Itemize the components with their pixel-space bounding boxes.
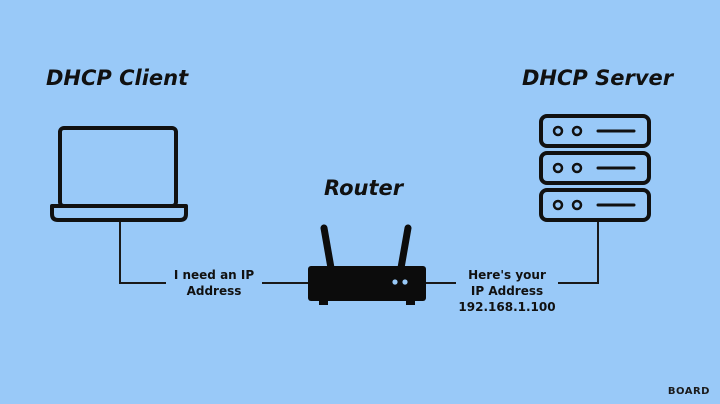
client-request-line-1: I need an IP xyxy=(173,268,255,282)
client-title: DHCP Client xyxy=(46,66,189,90)
server-response-ip: 192.168.1.100 xyxy=(458,300,556,314)
router-title: Router xyxy=(324,176,404,200)
server-title: DHCP Server xyxy=(522,66,674,90)
server-response-line-2: IP Address xyxy=(470,284,544,298)
server-response-line-1: Here's your xyxy=(468,268,546,282)
server-response-label: Here's your IP Address 192.168.1.100 xyxy=(456,267,558,315)
brand-logo: BOARD xyxy=(667,386,710,397)
router-icon xyxy=(308,224,426,305)
server-rack-icon xyxy=(539,114,651,222)
client-request-line-2: Address xyxy=(186,284,242,298)
laptop-icon xyxy=(50,126,188,222)
client-request-label: I need an IP Address xyxy=(166,267,262,299)
